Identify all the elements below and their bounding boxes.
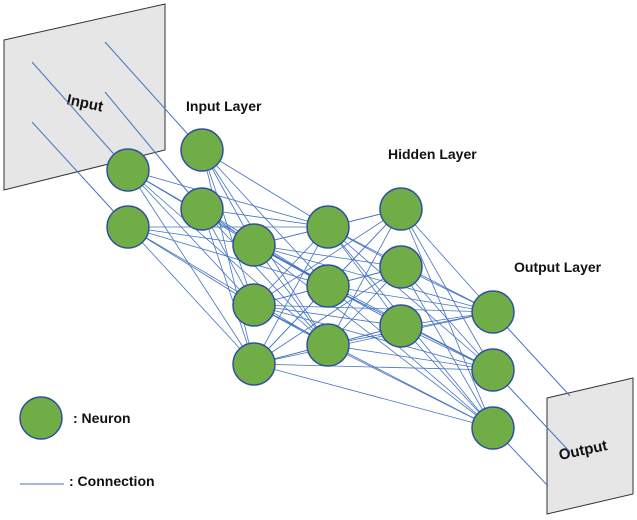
connection-line [253,208,402,306]
connection-line [201,208,329,346]
connection-line [400,208,494,313]
connection-line [400,266,494,371]
connection-line [327,226,494,371]
connection-line [127,169,329,287]
neuron [306,323,350,367]
neuron [379,304,423,348]
neuron [232,223,276,267]
neuron [232,283,276,327]
connection-line [327,285,494,429]
input-rays [31,41,203,228]
neuron [379,245,423,289]
connection-line [253,266,402,365]
connection-line [253,304,494,313]
connection-line [253,304,494,371]
input-layer-label: Input Layer [186,98,262,114]
neuron [471,290,515,334]
connection-line [127,169,329,228]
connection-line [201,208,255,365]
connection-line [327,344,494,371]
legend-connection-label: : Connection [69,473,155,489]
neuron [232,342,276,386]
connection-line [201,149,255,306]
output-panel [546,377,634,515]
neurons [106,128,515,450]
connection-line [127,226,255,365]
connection-line [127,226,255,306]
neuron [180,187,224,231]
connection-line [400,266,494,429]
neuron [180,128,224,172]
input-ray [104,91,203,210]
legend-neuron-label: : Neuron [73,410,131,426]
legend-neuron-icon [19,396,63,440]
connection-line [253,363,494,429]
connection-line [127,169,255,306]
input-panel [3,3,166,191]
neuron [306,264,350,308]
input-ray [31,61,129,171]
neuron [379,187,423,231]
connection-line [253,244,494,313]
neuron [471,348,515,392]
output-layer-label: Output Layer [514,259,602,275]
connection-line [253,363,494,371]
connection-line [327,208,402,346]
connection-line [253,244,494,429]
connection-line [253,311,494,365]
connection-line [127,226,329,346]
connection-line [127,169,255,365]
hidden-layer-label: Hidden Layer [388,146,477,162]
neuron [306,205,350,249]
neuron [106,148,150,192]
neuron [106,205,150,249]
connection-line [253,304,494,429]
input-ray [104,41,203,151]
connection-line [201,149,329,228]
input-ray [31,121,129,228]
connection-line [253,244,494,371]
connection-line [400,325,494,429]
connection-line [327,285,494,313]
connection-line [253,244,402,268]
neuron [471,406,515,450]
